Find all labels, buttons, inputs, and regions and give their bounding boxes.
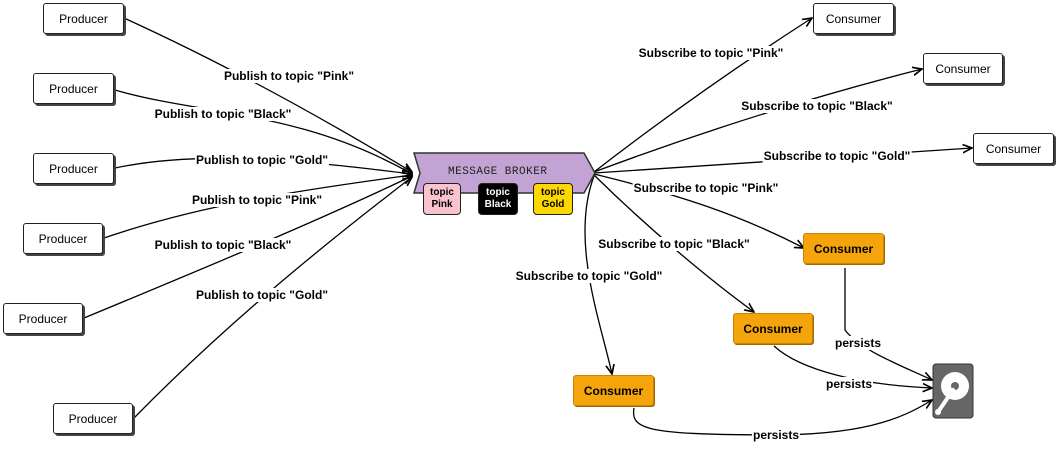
topic-gold-line1: topic [541, 187, 565, 198]
edge-label-publish: Publish to topic "Gold" [194, 153, 330, 167]
topic-black-line2: Black [484, 199, 512, 210]
producer-node: Producer [33, 73, 114, 104]
producer-node: Producer [53, 403, 133, 434]
topic-pink: topic Pink [423, 183, 461, 215]
message-broker-title: MESSAGE BROKER [448, 166, 548, 178]
edge-label-subscribe: Subscribe to topic "Black" [740, 99, 894, 113]
edge-label-subscribe: Subscribe to topic "Gold" [514, 269, 664, 283]
consumer-node: Consumer [813, 3, 894, 34]
producer-node: Producer [23, 223, 103, 254]
producer-node: Producer [3, 303, 83, 334]
edge-label-publish: Publish to topic "Black" [153, 107, 293, 121]
edge-label-subscribe: Subscribe to topic "Gold" [762, 149, 912, 163]
edge-persists-2 [773, 345, 932, 388]
edge-sub-pink-2 [593, 173, 804, 248]
edge-producer1-pink [123, 17, 412, 172]
persistent-consumer-node: Consumer [733, 313, 813, 344]
consumer-node: Consumer [973, 133, 1054, 164]
topic-black-line1: topic [486, 187, 510, 198]
edge-label-subscribe: Subscribe to topic "Pink" [632, 181, 780, 195]
edge-label-publish: Publish to topic "Gold" [194, 288, 330, 302]
edge-producer6-gold [133, 177, 412, 419]
producer-node: Producer [43, 3, 124, 34]
persistent-consumer-node: Consumer [803, 233, 884, 264]
edge-label-persists: persists [751, 428, 801, 442]
edge-sub-pink-1 [593, 18, 812, 173]
consumer-node: Consumer [923, 53, 1003, 84]
persistent-consumer-node: Consumer [573, 375, 654, 406]
edge-label-publish: Publish to topic "Black" [153, 238, 293, 252]
topic-gold-line2: Gold [541, 199, 565, 210]
edge-label-persists: persists [824, 377, 874, 391]
hard-disk-icon [932, 363, 974, 419]
topic-pink-line1: topic [430, 187, 454, 198]
edge-label-persists: persists [833, 336, 883, 350]
edge-label-publish: Publish to topic "Pink" [190, 193, 324, 207]
topic-gold: topic Gold [533, 183, 573, 215]
edge-sub-black-2 [593, 174, 754, 312]
edge-label-subscribe: Subscribe to topic "Black" [597, 237, 751, 251]
topic-black: topic Black [478, 183, 518, 215]
edge-label-subscribe: Subscribe to topic "Pink" [637, 46, 785, 60]
topic-pink-line2: Pink [431, 199, 453, 210]
edge-sub-black-1 [593, 69, 922, 173]
edge-persists-1 [844, 268, 932, 380]
producer-node: Producer [33, 153, 114, 184]
edge-label-publish: Publish to topic "Pink" [222, 69, 356, 83]
